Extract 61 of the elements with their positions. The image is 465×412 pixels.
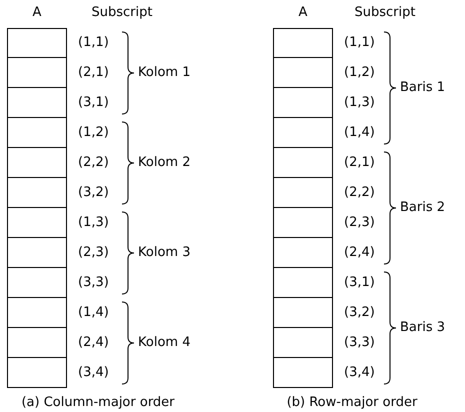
array-cell bbox=[7, 28, 67, 58]
array-cell bbox=[273, 87, 333, 118]
array-cell bbox=[273, 28, 333, 58]
group-label: Kolom 2 bbox=[138, 155, 190, 170]
array-cell bbox=[273, 117, 333, 148]
array-cell bbox=[7, 177, 67, 208]
subscript-label: (2,1) bbox=[78, 65, 109, 80]
array-cell bbox=[7, 267, 67, 298]
subscript-label: (2,4) bbox=[78, 335, 109, 350]
group-label: Kolom 4 bbox=[138, 335, 190, 350]
array-cell bbox=[7, 297, 67, 328]
group-label: Kolom 3 bbox=[138, 245, 190, 260]
subscript-label: (3,1) bbox=[78, 95, 109, 110]
group-label: Kolom 1 bbox=[138, 65, 190, 80]
array-cell bbox=[7, 57, 67, 88]
subscript-label: (2,3) bbox=[344, 215, 375, 230]
subscript-label: (1,3) bbox=[344, 95, 375, 110]
subscript-label: (1,4) bbox=[78, 305, 109, 320]
caption: (b) Row-major order bbox=[286, 395, 418, 410]
subscript-label: (3,4) bbox=[344, 365, 375, 380]
array-cell bbox=[273, 267, 333, 298]
array-cell bbox=[273, 177, 333, 208]
array-cell bbox=[7, 117, 67, 148]
array-cell bbox=[273, 57, 333, 88]
array-cell bbox=[7, 207, 67, 238]
subscript-label: (1,1) bbox=[78, 35, 109, 50]
subscript-label: (1,2) bbox=[78, 125, 109, 140]
subscript-label: (1,4) bbox=[344, 125, 375, 140]
caption: (a) Column-major order bbox=[21, 395, 175, 410]
array-cell bbox=[273, 297, 333, 328]
subscript-label: (3,3) bbox=[344, 335, 375, 350]
column-header: Subscript bbox=[354, 5, 416, 20]
array-cell bbox=[273, 147, 333, 178]
subscript-label: (1,1) bbox=[344, 35, 375, 50]
subscript-label: (2,1) bbox=[344, 155, 375, 170]
subscript-label: (3,2) bbox=[78, 185, 109, 200]
array-cell bbox=[7, 237, 67, 268]
group-label: Baris 1 bbox=[400, 80, 446, 95]
subscript-label: (2,4) bbox=[344, 245, 375, 260]
array-cell bbox=[273, 357, 333, 388]
subscript-label: (2,2) bbox=[344, 185, 375, 200]
subscript-label: (3,3) bbox=[78, 275, 109, 290]
column-header: Subscript bbox=[92, 5, 152, 20]
column-header: A bbox=[32, 5, 42, 20]
column-header: A bbox=[298, 5, 308, 20]
array-cell bbox=[7, 87, 67, 118]
array-cell bbox=[273, 237, 333, 268]
subscript-label: (3,2) bbox=[344, 305, 375, 320]
array-cell bbox=[273, 327, 333, 358]
array-cell bbox=[7, 327, 67, 358]
array-cell bbox=[7, 357, 67, 388]
array-cell bbox=[7, 147, 67, 178]
group-label: Baris 3 bbox=[400, 320, 446, 335]
subscript-label: (2,3) bbox=[78, 245, 109, 260]
subscript-label: (3,4) bbox=[78, 365, 109, 380]
subscript-label: (1,2) bbox=[344, 65, 375, 80]
subscript-label: (3,1) bbox=[344, 275, 375, 290]
subscript-label: (2,2) bbox=[78, 155, 109, 170]
array-cell bbox=[273, 207, 333, 238]
group-label: Baris 2 bbox=[400, 200, 446, 215]
subscript-label: (1,3) bbox=[78, 215, 109, 230]
